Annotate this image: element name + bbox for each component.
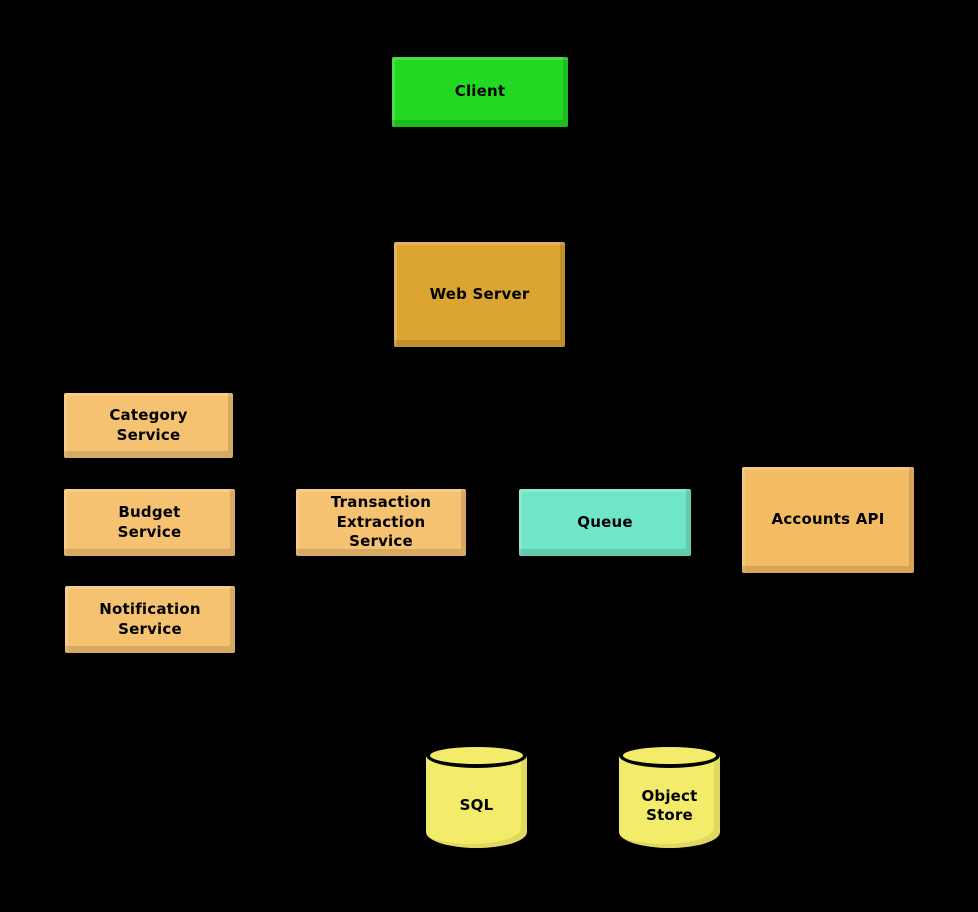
node-accounts-api: Accounts API <box>742 467 914 573</box>
node-accounts-api-label: Accounts API <box>771 510 885 529</box>
node-category-service-label: Category Service <box>109 406 188 444</box>
object-store-cylinder-body <box>619 755 720 848</box>
node-object-store: Object Store <box>619 743 720 848</box>
node-budget-service: Budget Service <box>64 489 235 556</box>
node-transaction-extraction-service-label: Transaction Extraction Service <box>330 493 432 551</box>
node-queue-label: Queue <box>577 512 633 531</box>
node-web-server: Web Server <box>394 242 565 347</box>
node-object-store-label: Object Store <box>641 786 698 825</box>
node-notification-service: Notification Service <box>65 586 235 653</box>
node-web-server-label: Web Server <box>429 284 530 303</box>
node-budget-service-label: Budget Service <box>117 503 182 541</box>
sql-cylinder-body <box>426 755 527 848</box>
node-sql-label: SQL <box>459 796 494 815</box>
node-notification-service-label: Notification Service <box>99 600 201 638</box>
sql-cylinder-top <box>426 743 527 768</box>
object-store-cylinder-top <box>619 743 720 768</box>
node-client-label: Client <box>454 82 506 101</box>
node-transaction-extraction-service: Transaction Extraction Service <box>296 489 466 556</box>
node-category-service: Category Service <box>64 393 233 458</box>
node-client: Client <box>392 57 568 127</box>
node-sql-database: SQL <box>426 743 527 848</box>
node-queue: Queue <box>519 489 691 556</box>
